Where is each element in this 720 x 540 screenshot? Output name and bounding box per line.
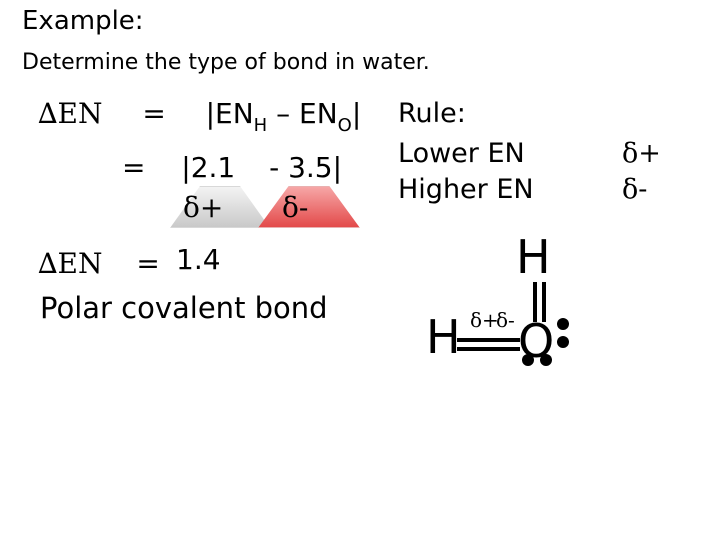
equals-sign-2: =: [122, 151, 146, 184]
delta-en-label-2: ∆EN: [38, 247, 103, 280]
conclusion-text: Polar covalent bond: [40, 291, 328, 325]
equals-sign: =: [142, 97, 166, 130]
value-h: |2.1: [181, 151, 236, 184]
delta-en-label: ∆EN: [38, 97, 103, 130]
delta-minus-highlight: [258, 186, 360, 228]
equals-sign-3: =: [136, 247, 160, 280]
lone-pair-dot: [540, 354, 552, 366]
delta-en-value: 1.4: [176, 243, 221, 276]
equation-line-3: ∆EN =: [38, 250, 160, 278]
rule-higher-en: Higher EN: [398, 174, 534, 205]
lone-pair-dot: [557, 336, 569, 348]
atom-h-left: H: [426, 310, 461, 364]
rule-lower-en: Lower EN: [398, 138, 525, 169]
charge-plus: δ+: [470, 308, 499, 332]
value-o: - 3.5|: [269, 151, 343, 184]
abs-en-h-text: |EN: [205, 97, 254, 130]
charge-minus: δ-: [496, 308, 515, 332]
rule-higher-charge: δ-: [622, 174, 648, 205]
atom-h-top: H: [516, 230, 551, 284]
delta-minus-label: δ-: [282, 191, 309, 224]
lone-pair-dot: [557, 318, 569, 330]
abs-en-o-text: – EN: [267, 97, 338, 130]
slide-title: Example:: [22, 6, 144, 36]
equation-line-2: = |2.1 - 3.5|: [122, 154, 342, 182]
bond-lines: [457, 282, 546, 351]
water-molecule: H H O δ+ δ-: [420, 230, 580, 380]
rule-heading: Rule:: [398, 98, 466, 129]
equation-line-1: ∆EN = |ENH – ENO|: [38, 97, 362, 135]
subscript-h: H: [253, 115, 268, 136]
abs-close-bar: |: [351, 97, 362, 130]
lone-pair-dot: [522, 354, 534, 366]
subscript-o: O: [337, 115, 352, 136]
slide-subtitle: Determine the type of bond in water.: [22, 50, 430, 75]
delta-plus-label: δ+: [183, 191, 224, 224]
rule-lower-charge: δ+: [622, 138, 661, 169]
